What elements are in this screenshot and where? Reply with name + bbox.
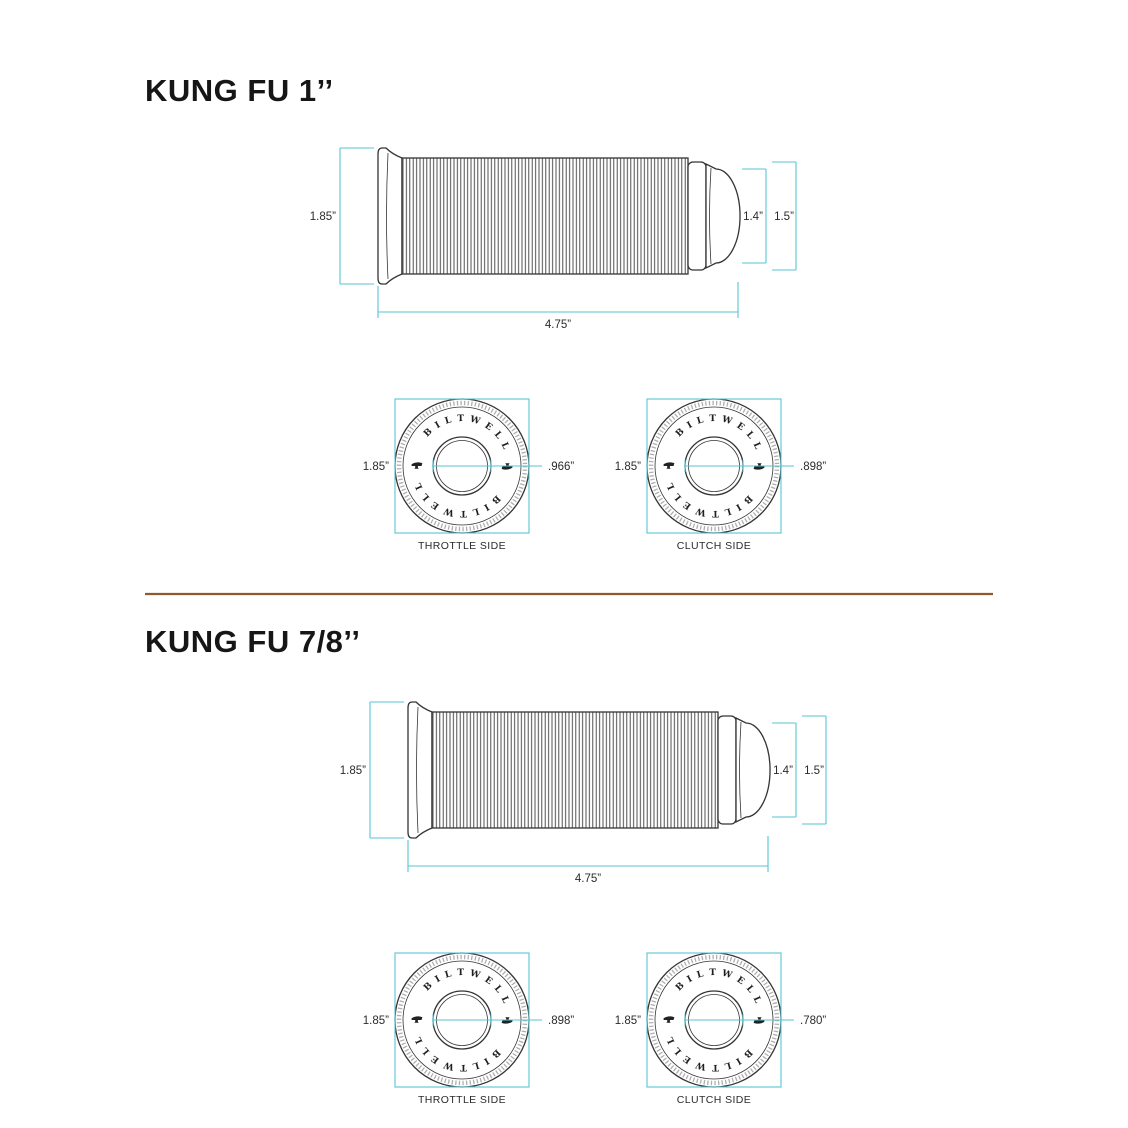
section-title-kungfu-78: KUNG FU 7/8’’ [145,624,361,659]
grip-drawing-1 [377,147,741,285]
bore-dim-label: .898” [548,1015,574,1027]
outer-dim-label: 1.85” [363,461,389,473]
cap-small-dim-label: 1.4” [773,765,793,777]
height-dim-label: 1.85” [340,765,366,777]
bore-dim-label: .898” [800,461,826,473]
cap-large-dim-label: 1.5” [774,211,794,223]
outer-dim-label: 1.85” [615,1015,641,1027]
height-dim-label: 1.85” [310,211,336,223]
end-view-throttle-1: 1.85” .966” THROTTLE SIDE [363,399,574,552]
end-view-clutch-2: 1.85” .780” CLUTCH SIDE [615,953,826,1106]
grip-drawing-2 [407,701,771,839]
end-view-clutch-1: 1.85” .898” CLUTCH SIDE [615,399,826,552]
bore-dim-label: .780” [800,1015,826,1027]
outer-dim-label: 1.85” [615,461,641,473]
cap-small-dim-label: 1.4” [743,211,763,223]
throttle-side-caption: THROTTLE SIDE [418,540,506,552]
clutch-side-caption: CLUTCH SIDE [677,1094,751,1106]
section-title-kungfu-1: KUNG FU 1’’ [145,73,334,108]
grip-side-view-2: 1.85” 1.4” 1.5” 4.75” [340,701,827,885]
cap-large-dim-label: 1.5” [804,765,824,777]
end-view-throttle-2: 1.85” .898” THROTTLE SIDE [363,953,574,1106]
length-dim-label: 4.75” [575,873,601,885]
clutch-side-caption: CLUTCH SIDE [677,540,751,552]
grip-side-view-1: 1.85” 1.4” 1.5” 4.75” [310,147,797,331]
outer-dim-label: 1.85” [363,1015,389,1027]
throttle-side-caption: THROTTLE SIDE [418,1094,506,1106]
bore-dim-label: .966” [548,461,574,473]
length-dim-label: 4.75” [545,319,571,331]
